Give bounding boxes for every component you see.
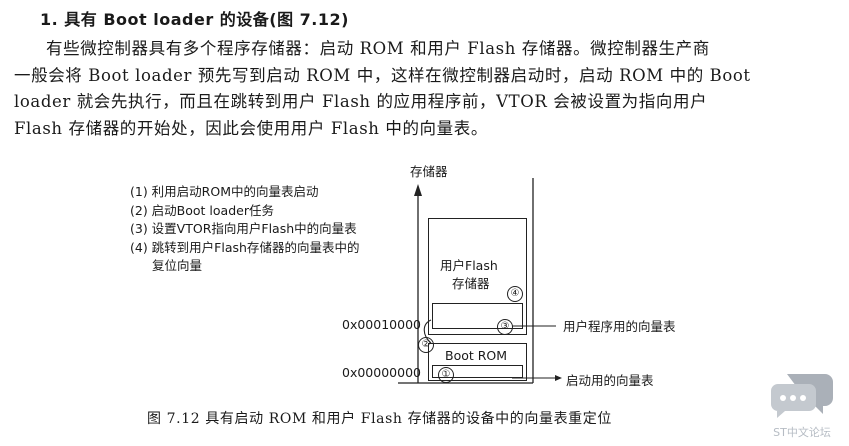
step-item: (2) 启动Boot loader任务 [130, 202, 274, 218]
user-flash-block [428, 218, 527, 335]
step-item: (3) 设置VTOR指向用户Flash中的向量表 [130, 221, 357, 236]
paragraph-line: 一般会将 Boot loader 预先写到启动 ROM 中，这样在微控制器启动时… [14, 65, 751, 85]
user-flash-label-2: 存储器 [452, 276, 490, 291]
step-marker-3: ③ [497, 319, 513, 335]
step-item: 复位向量 [152, 258, 203, 273]
memory-axis-label: 存储器 [410, 164, 448, 179]
step-item: (1) 利用启动ROM中的向量表启动 [130, 184, 319, 199]
section-paragraph: 有些微控制器具有多个程序存储器：启动 ROM 和用户 Flash 存储器。微控制… [14, 36, 826, 142]
boot-rom-label: Boot ROM [445, 348, 508, 363]
jump-arrow-2 [423, 319, 432, 344]
forum-watermark: ST中文论坛 [763, 368, 841, 440]
steps-list: (1) 利用启动ROM中的向量表启动 (2) 启动Boot loader任务 (… [130, 183, 359, 276]
boot-vector-table-label: 启动用的向量表 [566, 373, 654, 388]
section-heading: 1. 具有 Boot loader 的设备(图 7.12) [40, 10, 349, 29]
step-marker-4: ④ [507, 286, 523, 302]
figure-caption: 图 7.12 具有启动 ROM 和用户 Flash 存储器的设备中的向量表重定位 [147, 411, 612, 427]
user-flash-label: 用户Flash [440, 258, 498, 273]
paragraph-line: Flash 存储器的开始处，因此会使用用户 Flash 中的向量表。 [14, 118, 488, 138]
paragraph-line: loader 就会先执行，而且在跳转到用户 Flash 的应用程序前，VTOR … [14, 92, 708, 111]
address-high: 0x00010000 [342, 317, 421, 332]
boot-vector-table [432, 365, 523, 378]
step-marker-2: ② [418, 337, 434, 353]
user-vector-table-label: 用户程序用的向量表 [563, 319, 676, 334]
axis-arrowhead [414, 184, 422, 196]
watermark-text: ST中文论坛 [773, 426, 831, 439]
boot-rom-block [428, 343, 527, 381]
chat-bubble-icon [771, 374, 833, 418]
address-low: 0x00000000 [342, 365, 421, 380]
step-item: (4) 跳转到用户Flash存储器的向量表中的 [130, 239, 360, 255]
step-marker-1: ① [438, 367, 454, 383]
leader-arrowhead [555, 375, 562, 381]
user-vector-table [432, 303, 523, 329]
paragraph-line: 有些微控制器具有多个程序存储器：启动 ROM 和用户 Flash 存储器。微控制… [46, 39, 710, 58]
